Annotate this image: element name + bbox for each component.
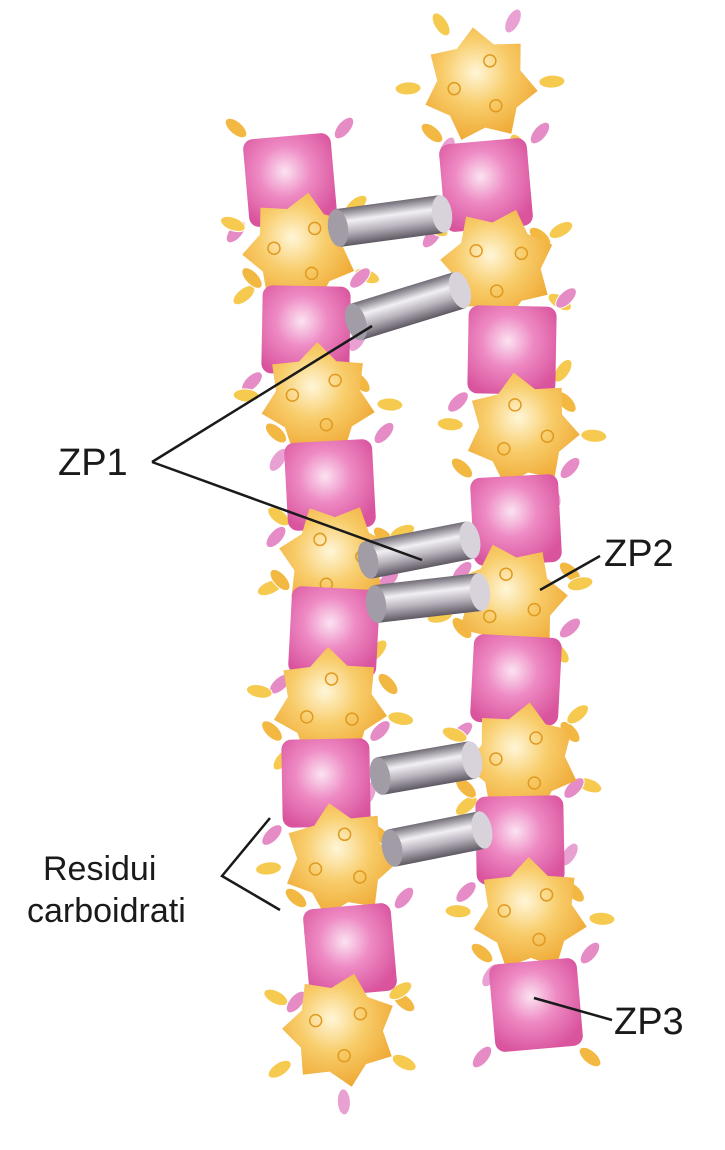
carbohydrate-residue: [387, 710, 415, 728]
carbohydrate-residue: [245, 683, 273, 701]
carbohydrate-residue: [418, 120, 446, 147]
zp3-monomer: [488, 957, 583, 1052]
carbohydrate-residue: [468, 940, 496, 967]
carbohydrate-residue: [331, 114, 358, 142]
carbohydrate-residue: [527, 119, 554, 147]
carb-label-line1: Residui: [43, 850, 156, 888]
carbohydrate-residue: [265, 1057, 294, 1082]
carbohydrate-residue: [374, 670, 401, 698]
carbohydrate-residue: [469, 1043, 496, 1071]
carbohydrate-residue: [376, 397, 403, 412]
carbohydrate-residue: [444, 388, 472, 415]
zp3-label: ZP3: [614, 1001, 684, 1043]
zp2-monomer: [425, 27, 537, 139]
carbohydrate-residue: [261, 986, 290, 1009]
carbohydrate-residue: [539, 74, 566, 88]
carbohydrate-residue: [589, 912, 616, 926]
zp1-rod-body: [388, 811, 485, 866]
carbohydrate-residue: [337, 1089, 351, 1116]
zp3-monomer: [470, 474, 562, 566]
carbohydrate-residue: [391, 884, 418, 912]
carbohydrate-residue: [222, 115, 250, 142]
carbohydrate-residue: [395, 81, 422, 95]
zp2-label: ZP2: [604, 533, 674, 575]
carbohydrate-residue: [390, 1051, 419, 1074]
zp1-label: ZP1: [58, 442, 128, 484]
carbohydrate-residue: [556, 614, 584, 641]
carbohydrate-residue: [448, 454, 476, 481]
carbohydrate-residue: [501, 6, 524, 35]
carbohydrate-residue: [556, 454, 583, 482]
carbohydrate-residue: [445, 904, 472, 918]
carbohydrate-residue: [370, 419, 397, 447]
carbohydrate-residue: [255, 860, 282, 876]
carbohydrate-residue: [437, 417, 464, 432]
carbohydrate-residue: [576, 1044, 604, 1071]
zp3-monomer: [470, 634, 562, 726]
carb-label-line2: carboidrati: [27, 892, 186, 930]
carbohydrate-residue: [452, 878, 479, 906]
carbohydrate-residue: [546, 218, 575, 242]
carbohydrate-residue: [233, 388, 260, 403]
carbohydrate-residue: [580, 428, 607, 443]
carbohydrate-residue: [429, 10, 454, 39]
carbohydrate-residue: [577, 939, 604, 967]
